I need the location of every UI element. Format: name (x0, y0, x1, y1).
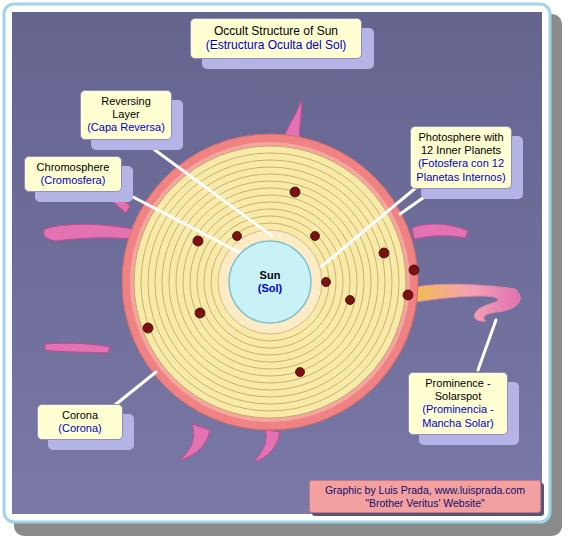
sun-core: Sun(Sol) (228, 240, 312, 324)
node-subtext: (Prominencia - Mancha Solar) (414, 403, 502, 429)
inner-planets (143, 187, 419, 377)
callout-box: Chromosphere(Cromosfera) (24, 156, 122, 192)
credit-box: Graphic by Luis Prada, www.luisprada.com… (309, 480, 541, 513)
callout-box: Reversing Layer(Capa Reversa) (80, 90, 172, 140)
callout-box: Prominence - Solarspot(Prominencia - Man… (408, 372, 508, 435)
node-subtext: "Brother Veritus' Website" (314, 497, 536, 510)
reversing-layer (218, 230, 322, 334)
ring-line (148, 160, 392, 404)
node-heading: Corona (43, 409, 117, 422)
callout-box: Photosphere with 12 Inner Planets(Fotosf… (410, 126, 512, 189)
node-subtext: (Fotosfera con 12 Planetas Internos) (416, 157, 506, 183)
chromosphere-disc (134, 146, 406, 418)
node-heading: Chromosphere (30, 161, 116, 174)
corona-inner-edge (130, 142, 410, 422)
node-heading: Photosphere with 12 Inner Planets (416, 131, 506, 157)
node-subtext: (Corona) (43, 422, 117, 435)
node-heading: Reversing Layer (86, 95, 166, 121)
title-box: Occult Structure of Sun(Estructura Ocult… (190, 18, 362, 59)
node-heading: Sun (260, 269, 281, 282)
ring-line (155, 167, 385, 397)
corona-ring (122, 134, 418, 430)
ring-line (197, 209, 343, 355)
sun-core-circle (229, 241, 311, 323)
node-subtext: (Cromosfera) (30, 174, 116, 187)
node-subtext: (Sol) (258, 282, 282, 295)
ring-line (162, 174, 378, 390)
node-heading: Graphic by Luis Prada, www.luisprada.com (314, 484, 536, 497)
ring-line (176, 188, 364, 376)
callout-box: Corona(Corona) (37, 404, 123, 440)
ring-line (169, 181, 371, 383)
outer-frame (4, 4, 550, 522)
panel (12, 12, 542, 514)
node-heading: Prominence - Solarspot (414, 377, 502, 403)
ring-line (190, 202, 350, 362)
photosphere-rings (141, 153, 399, 411)
node-heading: Occult Structure of Sun (197, 24, 355, 38)
node-subtext: (Estructura Oculta del Sol) (197, 38, 355, 52)
ring-line (141, 153, 399, 411)
ring-line (183, 195, 357, 369)
node-subtext: (Capa Reversa) (86, 121, 166, 134)
ring-line (211, 223, 329, 341)
